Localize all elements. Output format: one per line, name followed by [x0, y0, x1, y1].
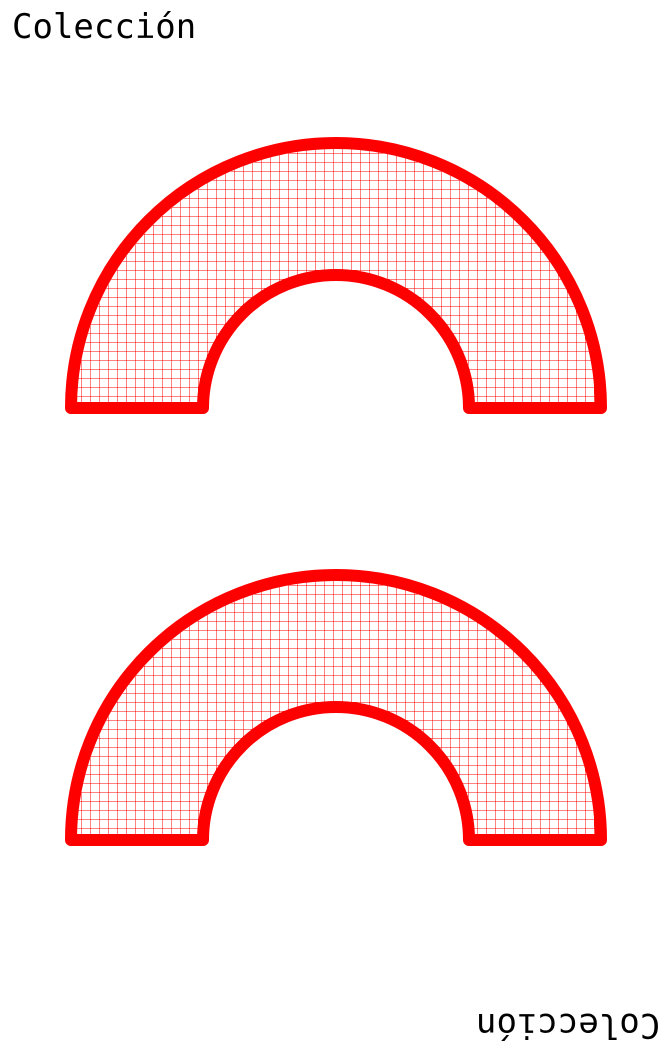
arch-top — [65, 137, 607, 414]
arch-bottom — [65, 569, 607, 846]
collection-title-top: Colección — [12, 7, 197, 47]
collection-title-bottom-inverted: Colección — [475, 1005, 660, 1045]
